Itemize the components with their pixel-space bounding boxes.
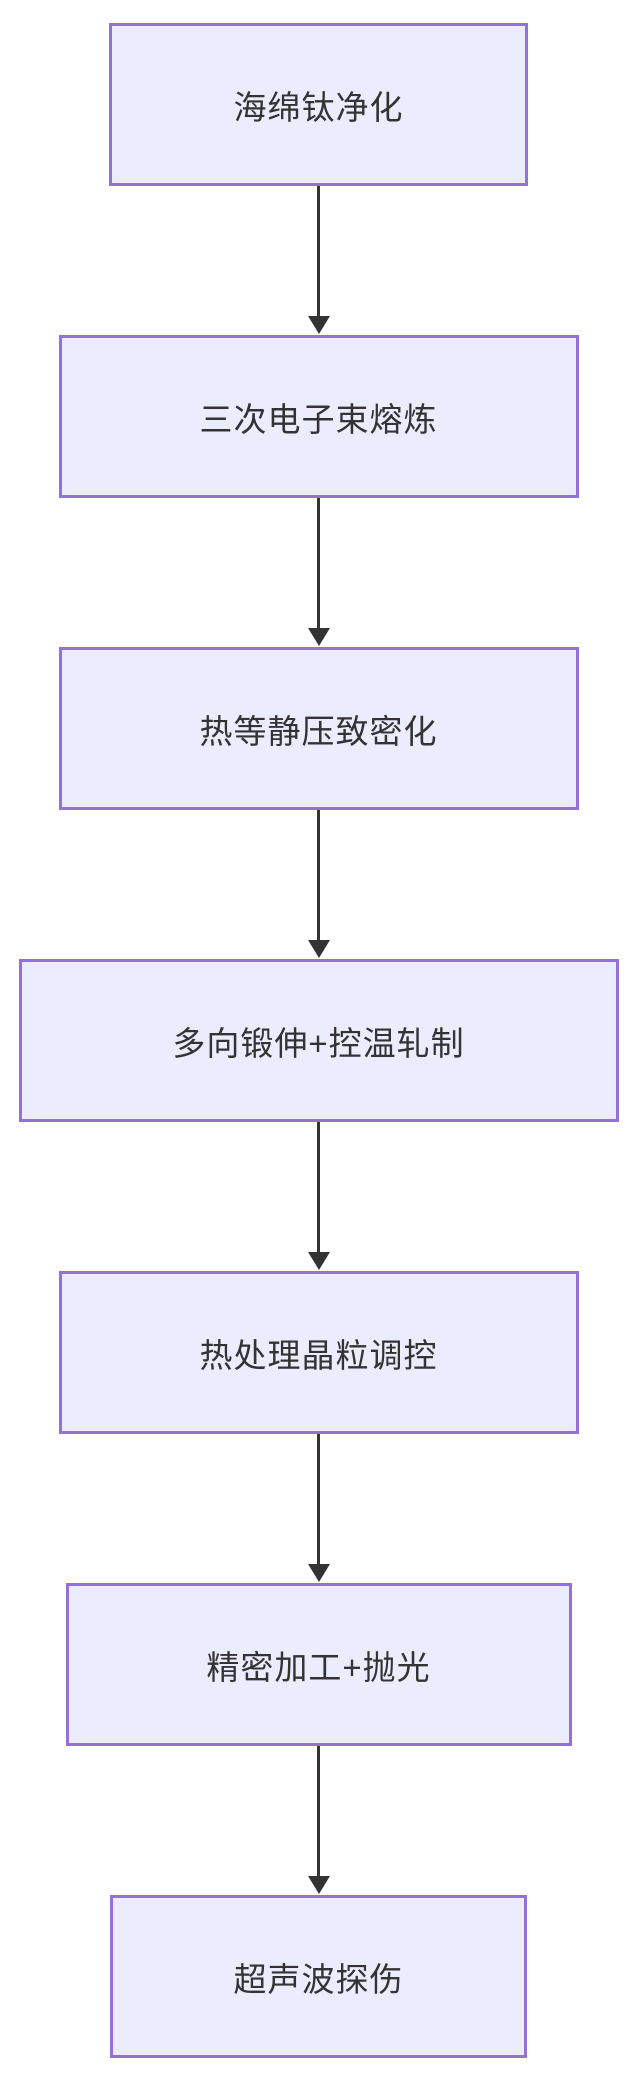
flow-node-step-3: 热等静压致密化 <box>58 647 579 810</box>
arrow-line <box>317 498 320 629</box>
arrow-head-icon <box>307 1564 330 1582</box>
flow-node-step-2: 三次电子束熔炼 <box>58 335 579 498</box>
arrow-head-icon <box>307 628 330 646</box>
flow-node-step-5: 热处理晶粒调控 <box>58 1271 579 1434</box>
arrow-line <box>317 1746 320 1877</box>
flow-node-step-1: 海绵钛净化 <box>109 23 528 186</box>
arrow-line <box>317 186 320 317</box>
flow-node-label: 海绵钛净化 <box>233 88 404 126</box>
flow-node-label: 三次电子束熔炼 <box>199 400 438 438</box>
arrow-head-icon <box>307 1252 330 1270</box>
flow-node-step-4: 多向锻伸+控温轧制 <box>18 959 619 1122</box>
flow-node-step-7: 超声波探伤 <box>110 1895 527 2058</box>
flow-node-label: 超声波探伤 <box>233 1960 404 1998</box>
flow-node-label: 热处理晶粒调控 <box>199 1336 438 1374</box>
arrow-head-icon <box>307 316 330 334</box>
flow-arrow-step-2-to-step-3 <box>307 498 330 647</box>
flow-arrow-step-5-to-step-6 <box>307 1434 330 1583</box>
flow-arrow-step-6-to-step-7 <box>307 1746 330 1895</box>
arrow-line <box>317 1434 320 1565</box>
flow-arrow-step-4-to-step-5 <box>307 1122 330 1271</box>
flow-node-step-6: 精密加工+抛光 <box>65 1583 572 1746</box>
flow-node-label: 热等静压致密化 <box>199 712 438 750</box>
arrow-head-icon <box>307 1876 330 1894</box>
flow-node-label: 精密加工+抛光 <box>206 1648 431 1686</box>
arrow-line <box>317 1122 320 1253</box>
arrow-line <box>317 810 320 941</box>
flow-arrow-step-3-to-step-4 <box>307 810 330 959</box>
flow-node-label: 多向锻伸+控温轧制 <box>172 1024 465 1062</box>
flow-arrow-step-1-to-step-2 <box>307 186 330 335</box>
arrow-head-icon <box>307 940 330 958</box>
